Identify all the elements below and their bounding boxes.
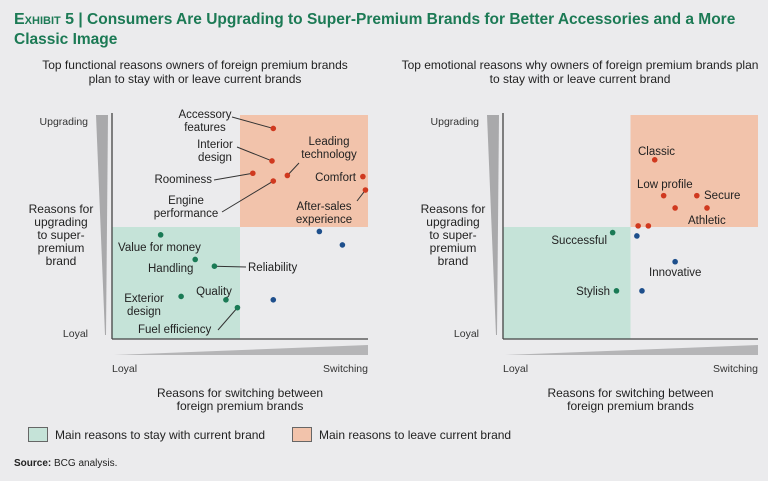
functional-leader-line xyxy=(213,172,253,181)
emotional-point-stylish xyxy=(613,288,620,294)
functional-point-label: Quality xyxy=(196,286,232,298)
title-separator: | xyxy=(78,11,83,28)
emotional-point-label: Athletic xyxy=(688,215,726,227)
emotional-point-label: Low profile xyxy=(637,179,693,191)
emotional-point-label: Secure xyxy=(704,190,740,202)
exhibit-title: Exhibit 5 | Consumers Are Upgrading to S… xyxy=(14,10,759,50)
emotional-point-unlabeled-9 xyxy=(634,233,640,239)
functional-point-value-for-money xyxy=(157,232,164,238)
functional-point-label: Fuel efficiency xyxy=(138,324,212,336)
legend-swatch-leave xyxy=(292,427,312,442)
exhibit-number: Exhibit 5 xyxy=(14,11,75,28)
emotional-leave-quadrant xyxy=(630,115,758,227)
emotional-point-unlabeled-3 xyxy=(672,205,678,211)
functional-point-label: Value for money xyxy=(118,242,201,254)
functional-stay-quadrant xyxy=(112,227,240,339)
emotional-x-tick-left: Loyal xyxy=(503,363,528,375)
functional-point-after-sales-experience xyxy=(362,187,369,193)
emotional-y-tick-bottom: Loyal xyxy=(454,328,479,340)
emotional-point-label: Classic xyxy=(638,146,675,158)
functional-x-axis-wedge xyxy=(114,345,368,355)
functional-y-tick-top: Upgrading xyxy=(40,116,89,128)
emotional-point-unlabeled-5 xyxy=(635,223,641,229)
functional-y-axis-wedge xyxy=(96,115,108,335)
functional-leave-quadrant xyxy=(240,115,368,227)
functional-point-label: Handling xyxy=(148,263,193,275)
functional-point-engine-performance xyxy=(270,178,277,184)
source-label: Source: xyxy=(14,458,52,469)
functional-point-roominess xyxy=(250,170,256,177)
functional-point-exterior-design xyxy=(178,293,184,300)
functional-leader-line xyxy=(214,265,247,268)
functional-point-label: Comfort xyxy=(315,172,357,184)
emotional-x-tick-right: Switching xyxy=(713,363,758,375)
emotional-point-athletic xyxy=(704,205,710,211)
functional-point-label: Roominess xyxy=(154,174,212,186)
functional-point-reliability xyxy=(211,263,218,270)
functional-leader-line xyxy=(231,116,274,129)
legend-stay: Main reasons to stay with current brand xyxy=(28,427,265,442)
functional-point-handling xyxy=(192,256,198,263)
functional-point-unlabeled-14 xyxy=(339,242,346,248)
emotional-point-secure xyxy=(694,192,700,199)
functional-leader-line xyxy=(286,162,300,176)
emotional-point-label: Successful xyxy=(551,235,607,247)
functional-leader-line xyxy=(221,180,274,213)
emotional-stay-quadrant xyxy=(503,227,631,339)
emotional-point-label: Stylish xyxy=(576,286,610,298)
emotional-point-successful xyxy=(609,229,616,236)
exhibit-title-text: Consumers Are Upgrading to Super-Premium… xyxy=(14,11,736,48)
functional-point-unlabeled-13 xyxy=(316,228,323,235)
emotional-point-unlabeled-11 xyxy=(639,288,645,294)
legend-label-stay: Main reasons to stay with current brand xyxy=(55,427,266,442)
emotional-y-tick-top: Upgrading xyxy=(431,116,480,128)
legend-swatch-stay xyxy=(28,427,48,442)
emotional-point-low-profile xyxy=(660,192,667,199)
functional-leader-line xyxy=(236,146,273,162)
source-text: BCG analysis. xyxy=(54,458,118,469)
functional-point-interior-design xyxy=(269,158,275,164)
functional-point-fuel-efficiency xyxy=(234,304,241,311)
functional-point-comfort xyxy=(360,173,366,180)
emotional-y-axis-wedge xyxy=(487,115,499,335)
right-chart-title: Top emotional reasons why owners of fore… xyxy=(401,58,759,86)
functional-point-leading-technology xyxy=(284,172,291,179)
functional-point-unlabeled-15 xyxy=(270,297,277,303)
functional-point-label: Reliability xyxy=(248,262,297,274)
functional-point-accessory-features xyxy=(270,125,277,132)
legend-leave: Main reasons to leave current brand xyxy=(292,427,511,442)
functional-leader-line xyxy=(217,307,238,331)
emotional-point-unlabeled-6 xyxy=(645,223,652,229)
functional-x-tick-left: Loyal xyxy=(112,363,137,375)
legend-label-leave: Main reasons to leave current brand xyxy=(319,427,512,442)
emotional-x-axis-wedge xyxy=(505,345,758,355)
functional-x-tick-right: Switching xyxy=(323,363,368,375)
left-chart-title: Top functional reasons owners of foreign… xyxy=(42,58,348,86)
source-note: Source: BCG analysis. xyxy=(14,458,117,469)
emotional-point-innovative xyxy=(672,258,678,265)
emotional-point-classic xyxy=(651,157,658,163)
functional-y-tick-bottom: Loyal xyxy=(63,328,88,340)
emotional-point-label: Innovative xyxy=(649,267,701,279)
functional-point-quality xyxy=(223,297,229,303)
